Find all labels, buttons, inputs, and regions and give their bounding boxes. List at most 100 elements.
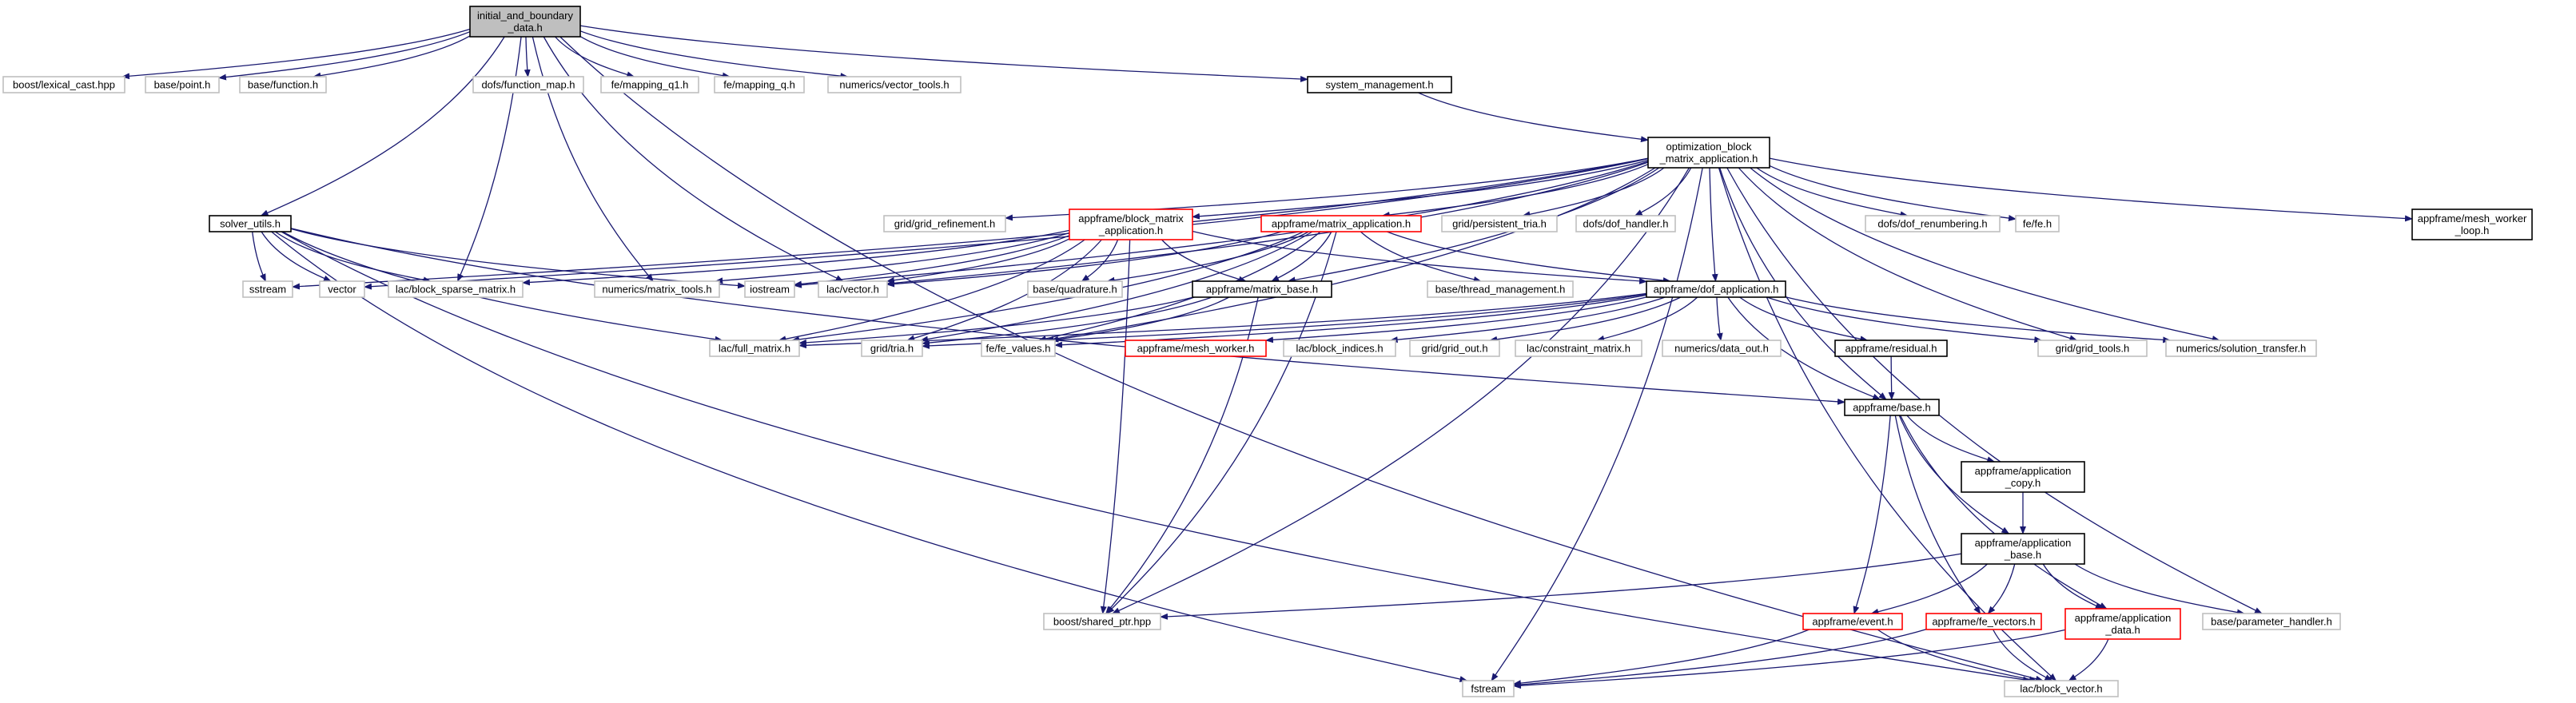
node-box[interactable] [1844,399,1940,416]
node-af_dof_app[interactable]: appframe/dof_application.h [1646,280,1786,298]
node-box[interactable] [2411,209,2533,240]
node-base_thread[interactable]: base/thread_management.h [1427,280,1574,298]
node-box[interactable] [600,76,699,93]
node-box[interactable] [2015,215,2060,232]
node-lac_block_sparse[interactable]: lac/block_sparse_matrix.h [388,280,524,298]
node-box[interactable] [1575,215,1676,232]
node-box[interactable] [1125,340,1267,357]
node-dofs_function_map[interactable]: dofs/function_map.h [472,76,584,93]
node-numerics_matrix_tools[interactable]: numerics/matrix_tools.h [594,280,720,298]
node-box[interactable] [388,280,524,298]
node-lac_block_vector[interactable]: lac/block_vector.h [2004,680,2119,697]
node-box[interactable] [818,280,888,298]
node-fe_mapping_q1[interactable]: fe/mapping_q1.h [600,76,699,93]
node-box[interactable] [827,76,962,93]
node-numerics_vector_tools[interactable]: numerics/vector_tools.h [827,76,962,93]
node-box[interactable] [709,340,800,357]
node-root[interactable]: initial_and_boundary_data.h [469,6,581,38]
node-fe_mapping_q[interactable]: fe/mapping_q.h [714,76,805,93]
node-box[interactable] [472,76,584,93]
node-fe_values[interactable]: fe/fe_values.h [981,340,1056,357]
node-af_app_base[interactable]: appframe/application_base.h [1961,533,2085,565]
node-box[interactable] [861,340,923,357]
node-lac_constraint[interactable]: lac/constraint_matrix.h [1515,340,1642,357]
node-mesh_worker_loop[interactable]: appframe/mesh_worker_loop.h [2411,209,2533,240]
node-vector[interactable]: vector [319,280,365,298]
node-opt_block[interactable]: optimization_block_matrix_application.h [1647,137,1770,169]
node-box[interactable] [1646,280,1786,298]
node-box[interactable] [1662,340,1782,357]
node-fe_fe[interactable]: fe/fe.h [2015,215,2060,232]
node-box[interactable] [714,76,805,93]
node-box[interactable] [883,215,1006,232]
node-box[interactable] [145,76,220,93]
node-iostream[interactable]: iostream [744,280,795,298]
node-box[interactable] [1925,613,2042,630]
node-boost_shared_ptr[interactable]: boost/shared_ptr.hpp [1043,613,1161,630]
node-box[interactable] [981,340,1056,357]
node-dofs_renumbering[interactable]: dofs/dof_renumbering.h [1865,215,2001,232]
node-box[interactable] [1283,340,1396,357]
node-af_matrix_app[interactable]: appframe/matrix_application.h [1260,215,1422,232]
node-box[interactable] [1307,76,1452,93]
node-box[interactable] [2,76,125,93]
node-boost_lexical_cast[interactable]: boost/lexical_cast.hpp [2,76,125,93]
node-box[interactable] [594,280,720,298]
node-sstream[interactable]: sstream [242,280,293,298]
node-solver_utils[interactable]: solver_utils.h [209,215,292,232]
node-box[interactable] [1802,613,1903,630]
node-af_residual[interactable]: appframe/residual.h [1834,340,1948,357]
node-box[interactable] [2004,680,2119,697]
node-box[interactable] [1865,215,2001,232]
node-box[interactable] [209,215,292,232]
node-lac_vector[interactable]: lac/vector.h [818,280,888,298]
node-box[interactable] [469,6,581,38]
node-grid_grid_out[interactable]: grid/grid_out.h [1409,340,1500,357]
node-af_event[interactable]: appframe/event.h [1802,613,1903,630]
node-base_param[interactable]: base/parameter_handler.h [2202,613,2341,630]
node-af_fe_vectors[interactable]: appframe/fe_vectors.h [1925,613,2042,630]
node-box[interactable] [744,280,795,298]
node-box[interactable] [1260,215,1422,232]
node-box[interactable] [1961,461,2085,493]
node-box[interactable] [1961,533,2085,565]
node-grid_persistent[interactable]: grid/persistent_tria.h [1441,215,1558,232]
node-box[interactable] [1027,280,1123,298]
node-box[interactable] [319,280,365,298]
node-box[interactable] [1409,340,1500,357]
node-grid_tria[interactable]: grid/tria.h [861,340,923,357]
node-fstream[interactable]: fstream [1462,680,1515,697]
node-base_point[interactable]: base/point.h [145,76,220,93]
node-lac_full_matrix[interactable]: lac/full_matrix.h [709,340,800,357]
node-af_base[interactable]: appframe/base.h [1844,399,1940,416]
node-box[interactable] [1427,280,1574,298]
node-box[interactable] [1647,137,1770,169]
node-box[interactable] [2165,340,2317,357]
node-base_function[interactable]: base/function.h [239,76,327,93]
node-box[interactable] [2064,608,2181,640]
node-system_management[interactable]: system_management.h [1307,76,1452,93]
node-box[interactable] [1192,280,1332,298]
node-box[interactable] [1043,613,1161,630]
node-box[interactable] [239,76,327,93]
node-grid_grid_tools[interactable]: grid/grid_tools.h [2037,340,2148,357]
node-af_app_copy[interactable]: appframe/application_copy.h [1961,461,2085,493]
node-dofs_dof_handler[interactable]: dofs/dof_handler.h [1575,215,1676,232]
node-box[interactable] [2202,613,2341,630]
node-af_app_data[interactable]: appframe/application_data.h [2064,608,2181,640]
node-box[interactable] [1515,340,1642,357]
node-af_matrix_base[interactable]: appframe/matrix_base.h [1192,280,1332,298]
node-box[interactable] [242,280,293,298]
node-grid_refinement[interactable]: grid/grid_refinement.h [883,215,1006,232]
node-af_block_matrix[interactable]: appframe/block_matrix_application.h [1069,209,1193,240]
node-af_mesh_worker[interactable]: appframe/mesh_worker.h [1125,340,1267,357]
node-box[interactable] [1462,680,1515,697]
node-numerics_data_out[interactable]: numerics/data_out.h [1662,340,1782,357]
node-box[interactable] [2037,340,2148,357]
node-box[interactable] [1834,340,1948,357]
node-box[interactable] [1441,215,1558,232]
node-base_quadrature[interactable]: base/quadrature.h [1027,280,1123,298]
node-numerics_solution[interactable]: numerics/solution_transfer.h [2165,340,2317,357]
node-lac_block_indices[interactable]: lac/block_indices.h [1283,340,1396,357]
node-box[interactable] [1069,209,1193,240]
